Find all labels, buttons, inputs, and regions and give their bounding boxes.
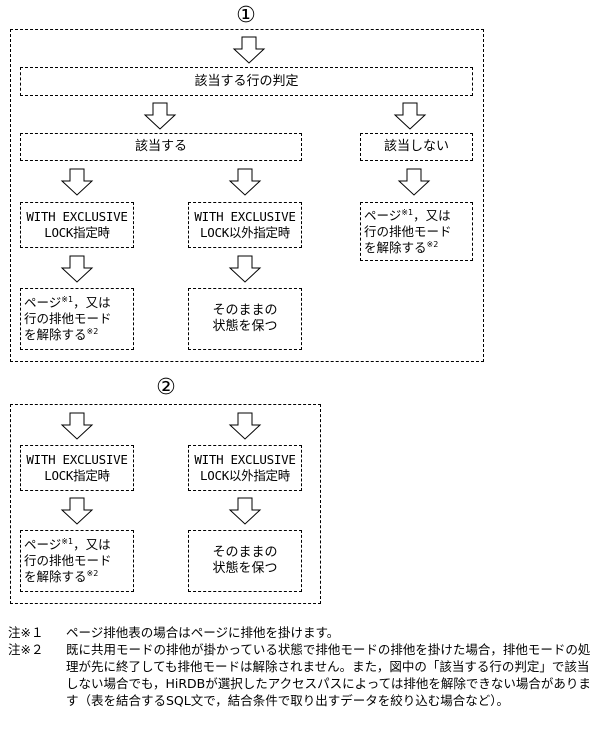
down-arrow-icon [228, 497, 262, 525]
without-exclusive-lock-box: WITH EXCLUSIVE LOCK以外指定時 [188, 202, 302, 248]
release-lock-box: ページ※1，又は 行の排他モード を解除する※2 [20, 530, 134, 592]
diagram2-frame [10, 404, 321, 604]
down-arrow-icon [60, 168, 94, 196]
down-arrow-icon [232, 36, 266, 64]
down-arrow-icon [143, 102, 177, 130]
down-arrow-icon [228, 412, 262, 440]
without-exclusive-lock-box: WITH EXCLUSIVE LOCK以外指定時 [188, 445, 302, 491]
footnote-1: 注※１ ページ排他表の場合はページに排他を掛けます。 [8, 624, 598, 641]
judgement-box: 該当する行の判定 [20, 67, 473, 96]
footnote-label: 注※１ [8, 625, 44, 640]
release-lock-box: ページ※1，又は 行の排他モード を解除する※2 [360, 202, 473, 261]
footnote-2: 注※２ 既に共用モードの排他が掛かっている状態で排他モードの排他を掛けた場合，排… [8, 641, 598, 709]
diagram1-label: ① [236, 3, 256, 28]
down-arrow-icon [60, 497, 94, 525]
release-lock-box: ページ※1，又は 行の排他モード を解除する※2 [20, 288, 134, 350]
down-arrow-icon [393, 102, 427, 130]
keep-state-box: そのままの 状態を保つ [188, 288, 302, 350]
down-arrow-icon [60, 412, 94, 440]
diagram1-frame [10, 29, 484, 362]
footnotes: 注※１ ページ排他表の場合はページに排他を掛けます。 注※２ 既に共用モードの排… [8, 624, 598, 709]
diagram2-label: ② [156, 375, 176, 400]
footnote-text: 既に共用モードの排他が掛かっている状態で排他モードの排他を掛けた場合，排他モード… [66, 642, 591, 708]
nomatch-box: 該当しない [360, 133, 473, 161]
footnote-label: 注※２ [8, 642, 44, 657]
down-arrow-icon [228, 168, 262, 196]
match-box: 該当する [20, 133, 302, 161]
down-arrow-icon [228, 255, 262, 283]
with-exclusive-lock-box: WITH EXCLUSIVE LOCK指定時 [20, 445, 134, 491]
footnote-text: ページ排他表の場合はページに排他を掛けます。 [66, 625, 340, 640]
keep-state-box: そのままの 状態を保つ [188, 530, 302, 592]
with-exclusive-lock-box: WITH EXCLUSIVE LOCK指定時 [20, 202, 134, 248]
down-arrow-icon [60, 255, 94, 283]
down-arrow-icon [397, 168, 431, 196]
